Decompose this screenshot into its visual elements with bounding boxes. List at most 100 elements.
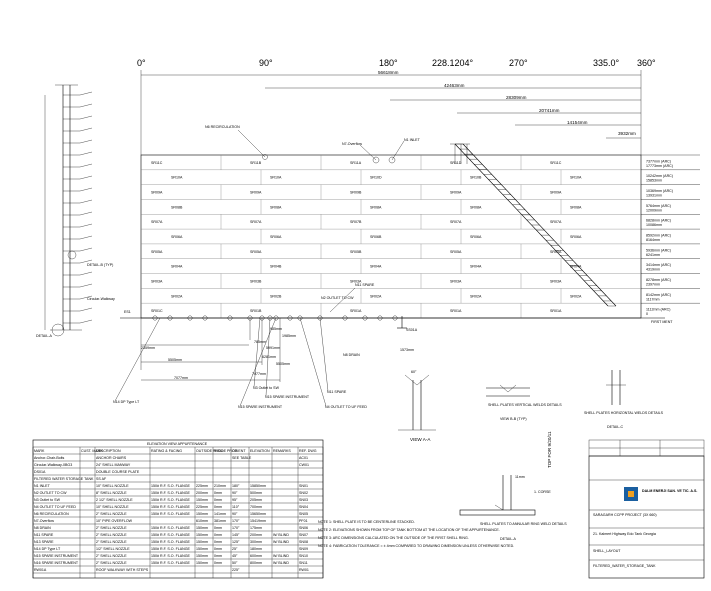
bottom-nozzle — [152, 315, 158, 321]
bottom-nozzle — [362, 315, 368, 321]
course-elevation-2: 4319mm — [646, 268, 660, 272]
plate-label: SR09A — [450, 191, 462, 195]
table-cell: N11 SPARE — [34, 533, 54, 537]
table-cell: 800mm — [250, 561, 262, 565]
detail-c-label: DETAIL-C — [607, 425, 624, 429]
callout-circular-walkway: Circular-Walkway — [87, 297, 115, 301]
table-cell: 205mm — [250, 498, 262, 502]
table-cell: 150mm — [196, 512, 208, 516]
table-cell: 150mm — [196, 561, 208, 565]
table-cell: 610mm — [196, 519, 208, 523]
notes: NOTE 1: SHELL PLATE IS TO BE CENTERLINE … — [318, 520, 514, 548]
table-cell: 110° — [232, 505, 240, 509]
plate-label: SR05A — [151, 250, 163, 254]
table-cell: 2" SHELL NOZZLE — [96, 540, 127, 544]
course-elevation: 3414mm (ARC) — [646, 263, 671, 267]
dim-14154: 14154mm — [567, 120, 588, 125]
table-cell: 125° — [232, 540, 240, 544]
callout-detail-a: DETAIL-A — [36, 334, 53, 338]
plate-label: SR08B — [171, 205, 183, 209]
table-cell: SS AF — [96, 477, 107, 481]
table-cell: RW01 — [299, 568, 309, 572]
table-title: ELEVATION VIEW APPURTENANCE — [147, 442, 208, 446]
spiral-stairway — [450, 143, 617, 307]
dim-1985: 1985mm — [282, 334, 296, 338]
table-cell: 10" SHELL NOZZLE — [96, 484, 129, 488]
plate-label: SR10A — [171, 176, 183, 180]
plate-label: SR11D — [450, 161, 462, 165]
detail-a-circle — [51, 323, 65, 337]
plate-label: SR03B — [250, 279, 262, 283]
plate-label: SR05A — [450, 250, 462, 254]
table-cell: 225mm — [196, 484, 208, 488]
callout-outlet-cw: N2 OUTLET TO CW — [321, 296, 354, 300]
plate-label: SR06A — [171, 235, 183, 239]
plate-label: SR07A — [550, 220, 562, 224]
view-aa: 60° VIEW A-A — [398, 370, 436, 442]
callout-n11-spare-2: N11 SPARE — [327, 390, 347, 394]
callout-detail-b: DETAIL-B (TYP) — [87, 263, 113, 267]
vertical-welds-detail: SHELL PLATES VERTICAL WELDS DETAILS VIEW… — [486, 384, 562, 421]
plate-label: SR03A — [450, 279, 462, 283]
angle-228: 228.1204° — [432, 58, 474, 68]
course-elevation: 7377mm (ARC) — [646, 159, 671, 163]
callout-sump: SS01A — [406, 328, 418, 332]
bottom-nozzle — [377, 315, 383, 321]
course-elevation-2: 8164mm — [646, 238, 660, 242]
plate-label: SR04A — [171, 265, 183, 269]
table-cell: SN03 — [299, 498, 308, 502]
plate-label: SR11B — [250, 161, 262, 165]
table-cell: 10" SHELL NOZZLE — [96, 505, 129, 509]
table-cell: 90° — [232, 491, 238, 495]
course-elevation-2: 15853mm — [646, 179, 662, 183]
callout-drain: N8 DRAIN — [343, 353, 360, 357]
angle-335: 335.0° — [593, 58, 620, 68]
table-cell: 150mm — [196, 498, 208, 502]
table-cell: 210mm — [214, 484, 226, 488]
dim-985: 985mm — [270, 327, 282, 331]
note-2: NOTE 2: ELEVATIONS SHOWN FROM TOP OF TAN… — [318, 528, 500, 532]
table-cell: 200mm — [196, 491, 208, 495]
angle-180: 180° — [379, 58, 398, 68]
plate-label: SR05A — [250, 250, 262, 254]
bottom-nozzle — [267, 315, 273, 321]
course-elevation-2: 12009mm — [646, 208, 662, 212]
table-cell: 0mm — [214, 554, 222, 558]
table-cell: 150# R.F. S.O. FLANGE — [151, 505, 191, 509]
tank-side-elevation — [44, 84, 93, 337]
plate-label: SR01C — [151, 309, 163, 313]
table-cell: N14 DP Type LT — [34, 547, 61, 551]
table-cell: 150mm — [196, 533, 208, 537]
plate-label: SR03A — [350, 279, 362, 283]
table-cell: DOUBLE COURSE PLATE — [96, 470, 140, 474]
table-cell: 10" PIPE OVERFLOW — [96, 519, 133, 523]
course-elevation: 6828mm (ARC) — [646, 219, 671, 223]
course-elevation: 8592mm (ARC) — [646, 234, 671, 238]
table-cell: SN05 — [299, 512, 308, 516]
plate-label: SR04A — [370, 265, 382, 269]
table-cell: 95° — [232, 498, 238, 502]
table-cell: 2" SHELL NOZZLE — [96, 533, 127, 537]
table-cell: N1 INLET — [34, 484, 51, 488]
table-cell: DS01A — [34, 470, 46, 474]
table-cell: 0mm — [214, 561, 222, 565]
table-cell: 225mm — [196, 505, 208, 509]
top-note: TOP FOR 9/20/11 — [547, 431, 552, 468]
plate-label: SR01A — [550, 309, 562, 313]
angle-270: 270° — [509, 58, 528, 68]
detail-b-circle — [67, 250, 77, 260]
plate-label: SR08A — [570, 205, 582, 209]
table-header: CUST. MARK — [81, 449, 103, 453]
dim-785: 785mm — [254, 340, 266, 344]
table-cell: N15 SPARE INSTRUMENT — [34, 554, 79, 558]
plate-label: SR06B — [370, 235, 382, 239]
nozzle-n1 — [388, 156, 396, 164]
table-cell: 150# R.F. S.O. FLANGE — [151, 491, 191, 495]
table-cell: N13 SPARE — [34, 540, 54, 544]
angle-0: 0° — [137, 58, 146, 68]
angle-360: 360° — [637, 58, 656, 68]
svg-text:60°: 60° — [411, 370, 417, 374]
plate-label: SR07A — [450, 220, 462, 224]
